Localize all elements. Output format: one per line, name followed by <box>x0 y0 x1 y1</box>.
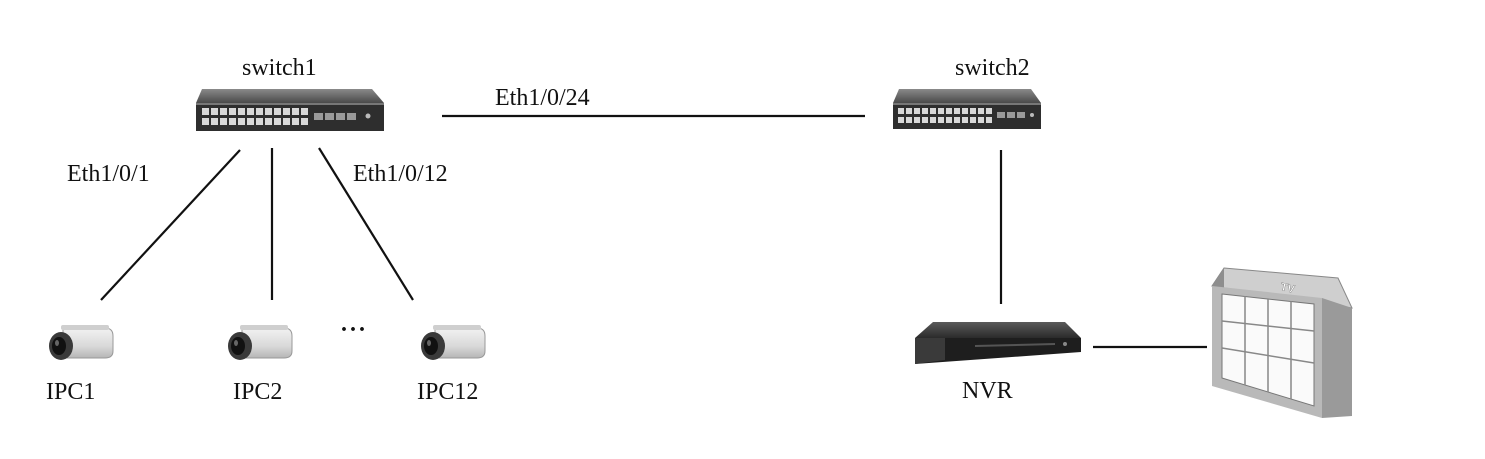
ipc2-label: IPC2 <box>233 379 283 405</box>
switch1-label: switch1 <box>242 55 317 81</box>
ipc1-label: IPC1 <box>46 379 96 405</box>
bullet-camera-icon <box>49 325 114 360</box>
bullet-camera-icon <box>228 325 293 360</box>
link-label-eth1-0-1: Eth1/0/1 <box>67 161 150 187</box>
link-switch1-ipc12 <box>318 147 414 301</box>
nvr-label: NVR <box>962 378 1013 404</box>
tv-label: TV <box>1279 281 1296 296</box>
switch2-label: switch2 <box>955 55 1030 81</box>
link-label-eth1-0-24: Eth1/0/24 <box>495 85 590 111</box>
link-label-eth1-0-12: Eth1/0/12 <box>353 161 448 187</box>
link-switch1-ipc1 <box>100 149 241 301</box>
ipc12-label: IPC12 <box>417 379 479 405</box>
tv-wall-icon: TV <box>1211 267 1353 418</box>
bullet-camera-icon <box>421 325 486 360</box>
nvr-recorder-icon <box>915 322 1081 364</box>
network-switch-icon <box>196 89 384 131</box>
ipc-ellipsis: ··· <box>340 317 368 343</box>
links <box>100 114 1207 349</box>
network-switch-icon <box>893 89 1041 129</box>
